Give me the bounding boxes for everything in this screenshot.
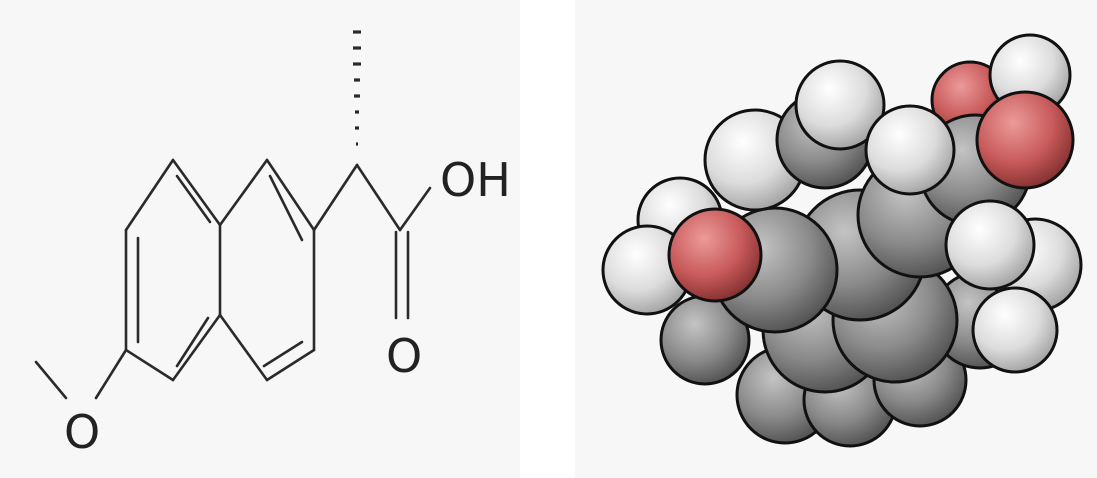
double-bond-inner [175,174,212,224]
space-filling-model [601,33,1083,448]
bond [312,163,359,232]
double-bond-inner [175,316,210,368]
double-bond-inner [268,174,304,242]
hydrogen-atom [971,286,1059,374]
bond [265,158,316,232]
carbonyl-oxygen-label: O [386,329,422,383]
skeletal-formula-panel: OH O O [0,0,520,478]
oxygen-atom [667,207,763,303]
bond [218,313,269,382]
hydroxyl-label: OH [440,153,511,207]
atom-spheres [601,33,1083,448]
bond [265,348,316,382]
bond [171,158,222,227]
methoxy-oxygen-label: O [64,405,100,459]
space-filling-model-panel [575,0,1097,478]
bond [355,163,402,232]
bond [124,158,175,232]
hydrogen-atom [864,104,956,196]
bond [218,158,269,227]
hashed-wedge-bond [353,30,361,146]
oxygen-atom [975,90,1075,190]
skeletal-formula-diagram: OH O O [34,30,511,459]
bond-to-hydroxyl [398,186,432,232]
hydrogen-atom [944,199,1036,291]
methyl-bond [34,360,68,400]
bond-lines [34,158,432,400]
double-bond-inner [262,340,304,368]
bond-to-methoxy-oxygen [94,348,128,400]
hydrogen-atom [794,59,886,151]
bond [124,348,175,382]
bond [171,313,222,382]
